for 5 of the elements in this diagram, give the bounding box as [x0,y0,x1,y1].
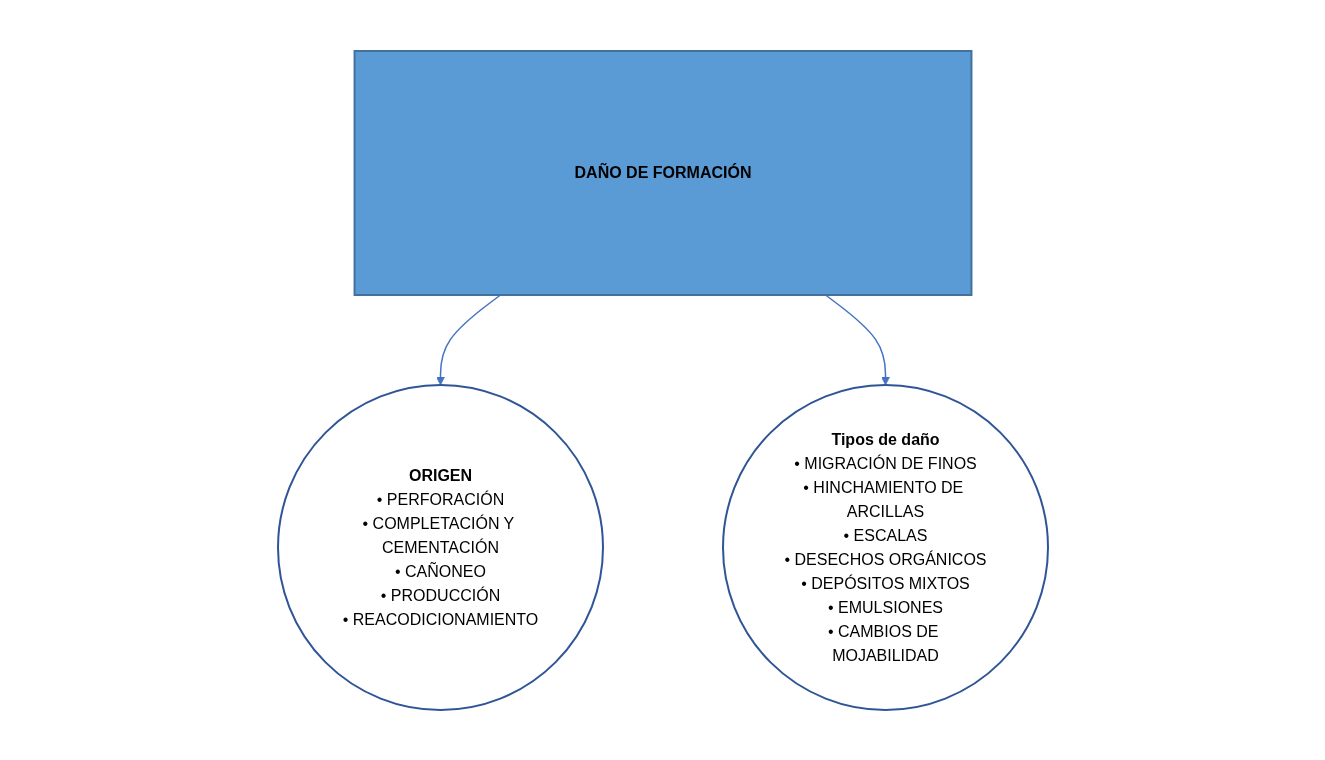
node-box: DAÑO DE FORMACIÓN [353,49,972,296]
node-circle: ORIGEN • PERFORACIÓN • COMPLETACIÓN Y CEMENTACIÓN • CAÑONEO • PRODUCCIÓN • REACODICIONAMIENTO [276,383,604,711]
node-circle: Tipos de daño • MIGRACIÓN DE FINOS • HINCHAMIENTO DE ARCILLAS • ESCALAS • DESECHOS ORGÁNICOS • DEPÓSITOS MIXTOS • EMULSIONES • CAMBIOS DE MOJABILIDAD [721,383,1049,711]
arrow [824,293,890,385]
arrow [435,293,501,385]
